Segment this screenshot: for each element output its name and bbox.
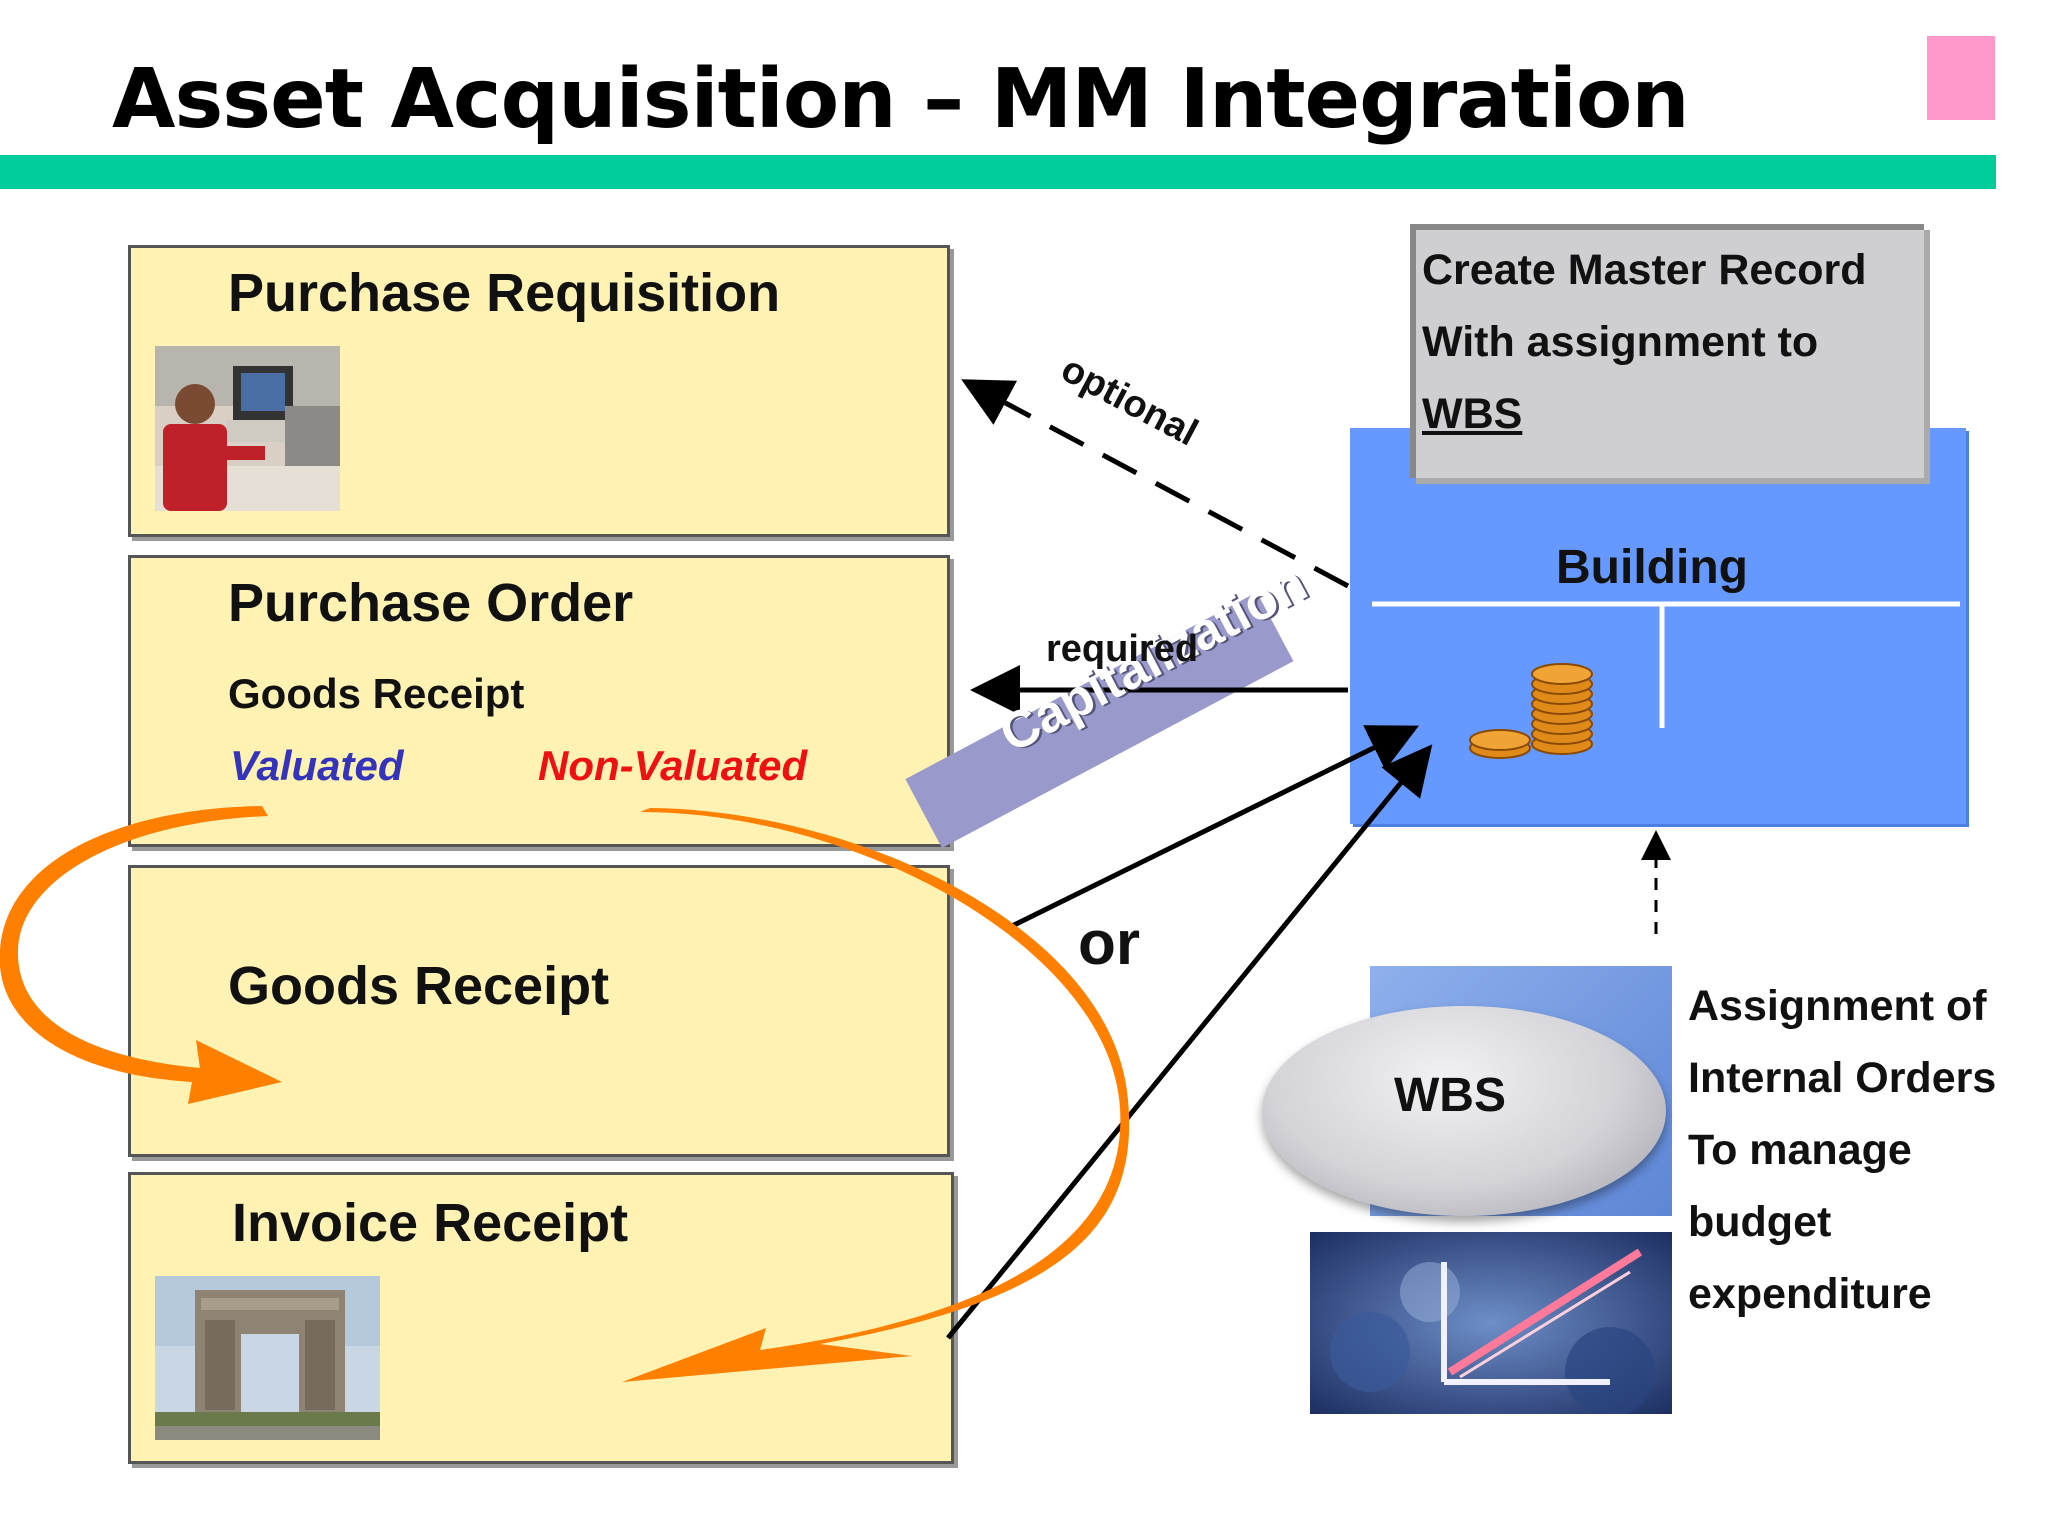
assignment-note-line1: Assignment of xyxy=(1688,982,1987,1030)
master-record-line2: With assignment to xyxy=(1422,318,1819,366)
office-building-photo xyxy=(155,1276,380,1440)
goods-receipt-label: Goods Receipt xyxy=(228,956,610,1016)
master-record-line3: WBS xyxy=(1422,390,1523,438)
non-valuated-label: Non-Valuated xyxy=(538,742,808,789)
title-rule xyxy=(0,155,1996,189)
goods-receipt-box xyxy=(128,865,950,1157)
optional-arrow xyxy=(961,379,1350,589)
assignment-note-line5: expenditure xyxy=(1688,1270,1932,1318)
or-label: or xyxy=(1078,909,1140,978)
purchase-requisition-label: Purchase Requisition xyxy=(228,263,781,323)
goods-receipt-sublabel: Goods Receipt xyxy=(228,670,525,717)
building-asset-box xyxy=(1350,428,1966,824)
assignment-note-line3: To manage xyxy=(1688,1126,1912,1174)
wbs-label: WBS xyxy=(1394,1069,1506,1122)
capitalization-arrow xyxy=(1010,725,1419,929)
wbs-disc xyxy=(1262,1006,1666,1216)
purchase-order-label: Purchase Order xyxy=(228,573,634,633)
office-worker-photo xyxy=(155,346,340,511)
master-record-box xyxy=(1410,224,1924,478)
valuated-flow-arrow xyxy=(0,806,282,1104)
corner-marker xyxy=(1927,36,1995,120)
assignment-note-line2: Internal Orders xyxy=(1688,1054,1997,1102)
invoice-receipt-label: Invoice Receipt xyxy=(232,1193,629,1253)
non-valuated-flow-arrow xyxy=(622,808,1130,1382)
assignment-note-line4: budget xyxy=(1688,1198,1832,1246)
master-record-line1: Create Master Record xyxy=(1422,246,1867,294)
slide-title: Asset Acquisition – MM Integration xyxy=(112,52,1690,147)
building-label: Building xyxy=(1556,541,1748,594)
valuated-label: Valuated xyxy=(230,742,404,789)
purchase-order-box xyxy=(128,555,950,847)
budget-chart-photo xyxy=(1310,1232,1672,1414)
required-label: required xyxy=(1046,628,1199,670)
coin-stack-icon xyxy=(1468,656,1604,766)
invoice-capitalization-arrow xyxy=(946,744,1433,1340)
